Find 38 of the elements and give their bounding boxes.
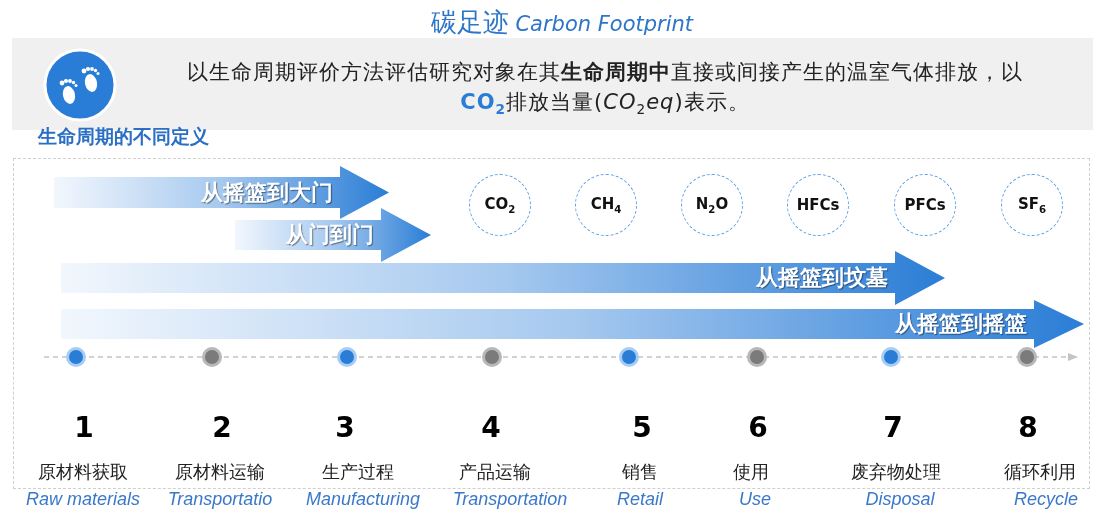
step-number: 1 [74, 411, 94, 445]
stage-name: 循环利用 [1004, 461, 1076, 483]
gas-formula: CO$_{2}$ [484, 195, 516, 215]
stage-name-english: Retail [617, 488, 663, 510]
gas-formula: HFCs [796, 196, 840, 214]
stage-name: 原材料运输 [175, 461, 265, 483]
stage-name: 使用 [733, 461, 769, 483]
banner-label: 从门到门 [286, 222, 374, 248]
stage-name: 原材料获取 [38, 461, 128, 483]
stage-name-english: Recycle [1014, 488, 1078, 510]
step-number: 3 [335, 411, 355, 445]
gas-formula: SF$_{6}$ [1017, 195, 1047, 215]
step-number: 7 [883, 411, 903, 445]
stage-name-english: Transportatio [167, 488, 273, 510]
stage-name-english: Use [739, 488, 771, 510]
banner-label: 从摇篮到摇篮 [895, 311, 1027, 337]
banner-label: 从摇篮到坟墓 [756, 265, 888, 291]
stage-name: 产品运输 [459, 461, 531, 483]
step-number: 6 [748, 411, 768, 445]
step-number: 4 [481, 411, 501, 445]
stage-name: 销售 [622, 461, 658, 483]
stage-name-english: Transportation [452, 488, 568, 510]
page-title: 碳足迹 Carbon Footprint [430, 6, 694, 39]
gas-formula: PFCs [904, 196, 946, 214]
gas-formula: CH$_{4}$ [590, 195, 622, 215]
step-number: 8 [1018, 411, 1038, 445]
stage-name-english: Raw materials [26, 488, 140, 510]
stage-name: 废弃物处理 [851, 461, 941, 483]
stage-name: 生产过程 [322, 461, 394, 483]
section-heading: 生命周期的不同定义 [38, 126, 209, 148]
definition-text: 以生命周期评价方法评估研究对象在其生命周期中直接或间接产生的温室气体排放，以CO$_{2}$排放当量(CO$_{2}$eq)表示。 [186, 59, 1024, 120]
step-number: 2 [212, 411, 232, 445]
stage-name-english: Manufacturing [305, 488, 421, 510]
banner-label: 从摇篮到大门 [201, 179, 333, 206]
step-number: 5 [632, 411, 652, 445]
gas-formula: N$_{2}$O [695, 195, 729, 215]
pointed-banner [235, 208, 431, 262]
stage-name-english: Disposal [865, 488, 935, 510]
